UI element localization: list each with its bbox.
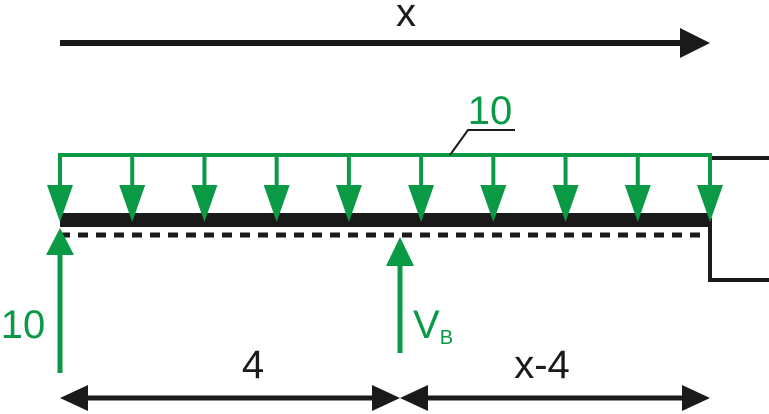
load-arrow bbox=[480, 155, 507, 222]
reaction-b-subscript: B bbox=[440, 327, 453, 349]
x-axis-arrow bbox=[60, 28, 710, 58]
load-arrow bbox=[408, 155, 435, 222]
dimension-right bbox=[400, 385, 710, 411]
reaction-arrow-left bbox=[46, 228, 74, 373]
load-arrow bbox=[191, 155, 218, 222]
reaction-b-main: V bbox=[413, 303, 440, 347]
distributed-load bbox=[47, 153, 723, 222]
load-arrow bbox=[335, 155, 362, 222]
load-arrow bbox=[119, 155, 146, 222]
load-arrow bbox=[263, 155, 290, 222]
reaction-arrow-b bbox=[386, 237, 414, 353]
load-arrow bbox=[552, 155, 579, 222]
load-arrow bbox=[697, 155, 723, 222]
x-axis-label: x bbox=[396, 0, 416, 35]
reaction-b-label: VB bbox=[413, 303, 453, 349]
dimension-right-label: x-4 bbox=[514, 343, 570, 387]
section-cut-bottom bbox=[708, 218, 769, 282]
dimension-left-label: 4 bbox=[242, 343, 264, 387]
distributed-load-label: 10 bbox=[468, 89, 513, 133]
reaction-left-label: 10 bbox=[1, 303, 46, 347]
load-arrow bbox=[47, 155, 73, 222]
beam bbox=[60, 213, 710, 227]
load-label-leader bbox=[449, 129, 515, 156]
load-arrow bbox=[624, 155, 651, 222]
dimension-left bbox=[60, 385, 400, 411]
